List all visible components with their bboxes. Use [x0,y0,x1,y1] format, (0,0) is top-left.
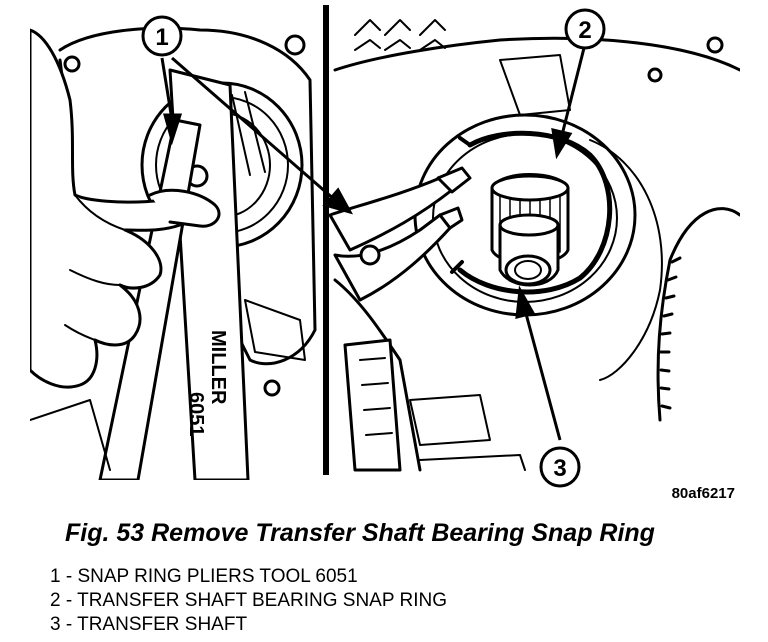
callout-3-label: 3 [553,455,566,482]
tool-label-line2: 6051 [185,392,207,437]
snap-ring-pliers [328,166,472,302]
legend-item-3: 3 - TRANSFER SHAFT [50,614,248,635]
service-illustration: MILLER 6051 [30,5,740,502]
tool-label: MILLER 6051 [185,330,229,437]
callout-1-label: 1 [155,24,168,51]
callout-2-label: 2 [578,17,591,44]
hand-illustration [30,28,221,389]
figure-caption: Fig. 53 Remove Transfer Shaft Bearing Sn… [65,519,655,547]
image-code: 80af6217 [672,485,735,502]
leader-lines [160,47,586,441]
legend: 1 - SNAP RING PLIERS TOOL 6051 2 - TRANS… [50,565,447,637]
legend-item-1: 1 - SNAP RING PLIERS TOOL 6051 [50,566,358,587]
callout-3: 3 [539,446,581,488]
callout-2: 2 [564,8,606,50]
callout-1: 1 [141,15,183,57]
tool-label-line1: MILLER [207,330,229,405]
legend-item-2: 2 - TRANSFER SHAFT BEARING SNAP RING [50,590,447,611]
